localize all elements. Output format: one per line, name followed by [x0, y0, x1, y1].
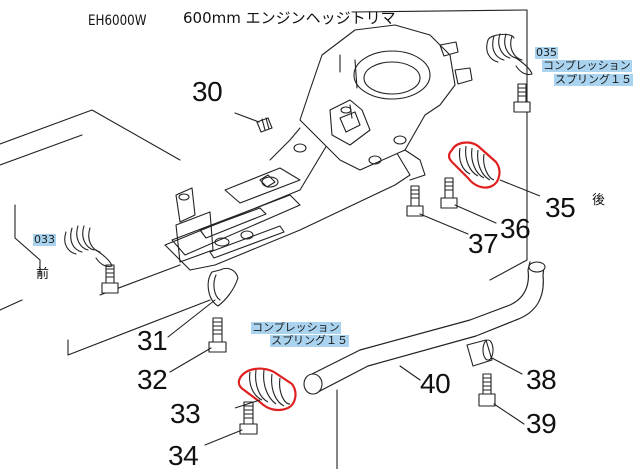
part-40-pipe	[303, 261, 546, 395]
direction-front: 前	[36, 267, 50, 282]
part-number-34: 34	[168, 440, 199, 471]
callout-035-line1: コンプレッション	[542, 59, 632, 72]
part-number-33: 33	[170, 398, 201, 429]
part-035-spring	[486, 33, 533, 76]
part-30-screw	[234, 112, 273, 133]
direction-rear: 後	[592, 193, 606, 208]
housing-bore	[353, 50, 431, 100]
part-33-spring-highlight	[237, 367, 297, 412]
part-number-40: 40	[420, 368, 451, 399]
frame-line-left	[14, 204, 41, 276]
frame-line-lower2	[0, 299, 23, 311]
callout-center-line1: コンプレッション	[251, 321, 341, 334]
frame-line-upper	[0, 134, 83, 166]
part-035-bolt	[513, 83, 531, 113]
part-number-37: 37	[468, 228, 499, 259]
part-number-38: 38	[526, 364, 557, 395]
part-38-collar	[466, 339, 523, 375]
part-34-bolt	[204, 401, 258, 446]
part-number-31: 31	[137, 325, 168, 356]
part-number-36: 36	[500, 213, 531, 244]
frame-line-top	[0, 109, 181, 161]
part-number-35: 35	[545, 192, 576, 223]
frame-line-right2	[489, 259, 528, 281]
callout-035-line2: スプリング１５	[554, 73, 633, 86]
callout-035-code: 035	[535, 46, 558, 59]
diagram-title: 600mm エンジンヘッジトリマ	[183, 9, 396, 27]
part-number-30: 30	[192, 76, 223, 107]
part-033-spring	[64, 225, 113, 268]
part-35-spring-highlight	[447, 141, 501, 189]
callout-033-code: 033	[33, 233, 56, 246]
part-31-clamp	[167, 267, 239, 338]
part-number-39: 39	[526, 408, 557, 439]
frame-line-diag	[351, 9, 528, 13]
part-36-bolt	[440, 177, 497, 224]
model-label: EH6000W	[88, 13, 147, 29]
part-32-bolt	[169, 317, 227, 373]
part-033-bolt	[101, 264, 119, 294]
part-37-bolt	[406, 185, 469, 235]
frame-line-lower	[67, 299, 211, 356]
part-number-32: 32	[137, 364, 168, 395]
callout-center-line2: スプリング１５	[270, 334, 349, 347]
part-39-bolt	[478, 373, 525, 425]
